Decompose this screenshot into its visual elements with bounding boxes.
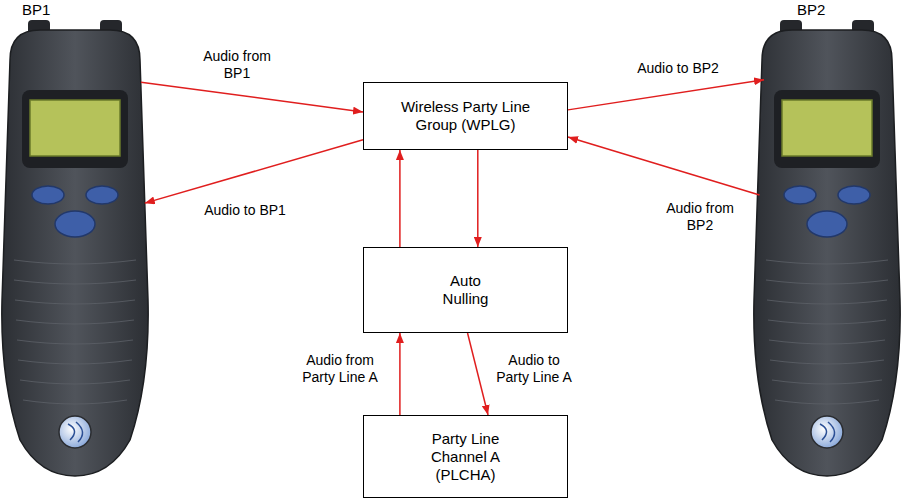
process-box: Party Line Channel A (PLCHA) — [363, 415, 568, 498]
signal-arrow — [141, 82, 363, 112]
signal-arrow — [399, 150, 401, 247]
signal-arrow — [568, 137, 760, 195]
box-label: Auto Nulling — [436, 272, 496, 308]
signal-label: Audio to BP1 — [190, 202, 300, 219]
signal-label: Audio to BP2 — [628, 60, 728, 77]
signal-arrow — [399, 333, 401, 415]
signal-label: Audio from BP2 — [655, 200, 745, 234]
box-label: Wireless Party Line Group (WPLG) — [396, 98, 536, 134]
signal-arrow — [468, 333, 489, 415]
device-name: BP2 — [797, 1, 825, 19]
signal-arrow — [477, 150, 479, 247]
signal-label: Audio from BP1 — [195, 48, 279, 82]
process-box: Wireless Party Line Group (WPLG) — [363, 82, 568, 150]
signal-arrow — [568, 80, 764, 110]
process-box: Auto Nulling — [363, 247, 568, 333]
beltpack-device: BP2 — [752, 0, 902, 478]
signal-label: Audio to Party Line A — [492, 352, 576, 386]
signal-label: Audio from Party Line A — [290, 352, 390, 386]
signal-arrow — [145, 140, 363, 203]
device-name: BP1 — [22, 1, 50, 19]
beltpack-device: BP1 — [0, 0, 150, 478]
box-label: Party Line Channel A (PLCHA) — [424, 430, 508, 484]
